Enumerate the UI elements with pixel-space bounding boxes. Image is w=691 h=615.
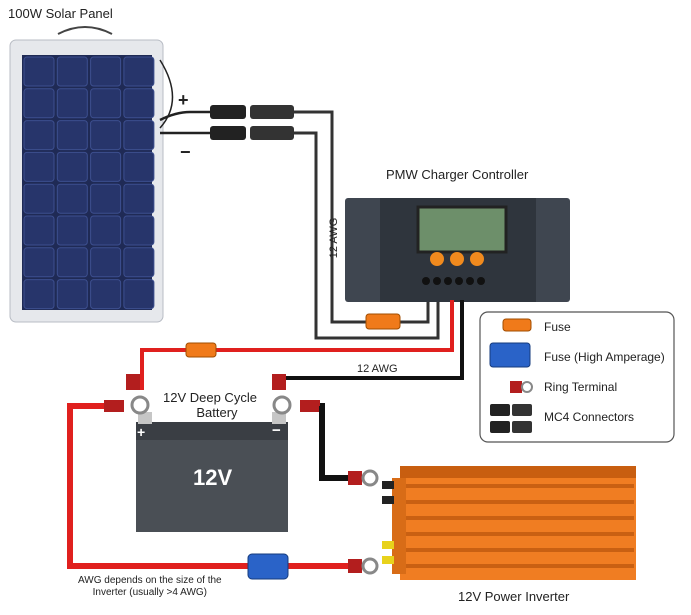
fuse-high-amperage <box>247 553 289 580</box>
awg-note: AWG depends on the size of the Inverter … <box>78 575 222 599</box>
battery-title: 12V Deep Cycle Battery <box>163 390 257 420</box>
awg-note-line2: Inverter (usually >4 AWG) <box>92 587 207 598</box>
solar-cell <box>123 120 155 151</box>
solar-cell <box>56 56 88 87</box>
battery <box>130 395 292 532</box>
solar-cell <box>56 279 88 310</box>
solar-cell <box>56 247 88 278</box>
solar-cell <box>123 215 155 246</box>
legend-fuse-label: Fuse <box>544 320 571 334</box>
solar-cell <box>123 56 155 87</box>
solar-cell <box>90 247 122 278</box>
solar-cell <box>123 88 155 119</box>
battery-title-line2: Battery <box>196 405 238 420</box>
controller-terminal <box>477 277 485 285</box>
solar-cell <box>90 120 122 151</box>
solar-cell <box>123 279 155 310</box>
solar-cell <box>23 56 55 87</box>
controller-terminals <box>422 277 485 285</box>
inverter-fin <box>406 548 634 552</box>
controller-terminal <box>455 277 463 285</box>
solar-cell <box>90 279 122 310</box>
fuse-battery-line <box>185 342 217 358</box>
solar-cell <box>123 247 155 278</box>
charger-controller <box>345 198 570 302</box>
inverter-ring-terminals <box>348 469 379 575</box>
legend-fuse-high-label: Fuse (High Amperage) <box>544 350 665 364</box>
wire-gauge-vertical: 12 AWG <box>328 217 340 259</box>
solar-cells <box>23 56 155 310</box>
solar-cell <box>90 183 122 214</box>
controller-title: PMW Charger Controller <box>386 167 529 182</box>
mc4-connectors-panel <box>210 105 294 140</box>
inverter-fin <box>406 500 634 504</box>
controller-terminal <box>466 277 474 285</box>
fuse-controller-line <box>365 313 401 330</box>
legend-mc4-label: MC4 Connectors <box>544 410 635 424</box>
panel-controller-wires <box>294 110 440 340</box>
solar-cell <box>90 215 122 246</box>
battery-title-line1: 12V Deep Cycle <box>163 390 257 405</box>
panel-cables <box>159 59 210 135</box>
solar-cell <box>56 151 88 182</box>
solar-cell <box>123 183 155 214</box>
solar-cell <box>90 56 122 87</box>
solar-cell <box>123 151 155 182</box>
inverter-fin <box>406 484 634 488</box>
controller-terminal <box>433 277 441 285</box>
solar-cell <box>56 183 88 214</box>
solar-cell <box>23 120 55 151</box>
solar-cell <box>90 88 122 119</box>
solar-cell <box>23 88 55 119</box>
controller-terminal <box>422 277 430 285</box>
solar-cell <box>56 215 88 246</box>
awg-note-line1: AWG depends on the size of the <box>78 575 222 586</box>
inverter-fin <box>406 516 634 520</box>
solar-cell <box>23 215 55 246</box>
solar-cell <box>56 120 88 151</box>
solar-panel <box>9 26 164 323</box>
battery-inverter-wires <box>67 403 350 569</box>
controller-terminal <box>444 277 452 285</box>
panel-minus-label: − <box>180 142 191 162</box>
solar-cell <box>23 151 55 182</box>
solar-cell <box>23 183 55 214</box>
battery-voltage: 12V <box>193 465 233 490</box>
inverter-fin <box>406 564 634 568</box>
legend-ring-terminal-label: Ring Terminal <box>544 380 618 394</box>
solar-cell <box>56 88 88 119</box>
inverter-fins <box>406 484 634 568</box>
battery-ring-terminals <box>104 374 320 412</box>
inverter-title: 12V Power Inverter <box>458 589 570 604</box>
inverter-fin <box>406 532 634 536</box>
legend-box <box>479 311 675 443</box>
solar-cell <box>23 247 55 278</box>
solar-panel-title: 100W Solar Panel <box>8 6 113 21</box>
solar-cell <box>90 151 122 182</box>
wire-gauge-horizontal: 12 AWG <box>357 363 398 375</box>
power-inverter <box>382 466 636 580</box>
solar-cell <box>23 279 55 310</box>
battery-minus-label: − <box>272 422 281 439</box>
panel-plus-label: + <box>178 90 189 110</box>
battery-plus-label: + <box>137 424 146 440</box>
